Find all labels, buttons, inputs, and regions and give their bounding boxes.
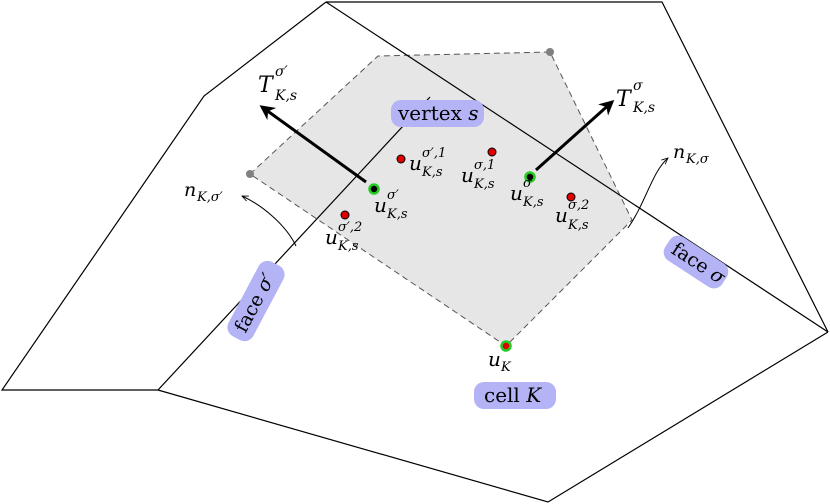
svg-text:K: K [500, 360, 512, 375]
svg-text:u: u [461, 163, 474, 187]
svg-text:vertex s: vertex s [397, 101, 478, 125]
svg-text:σ′: σ′ [275, 64, 289, 80]
point-u-K [500, 340, 512, 352]
point-u-sigma-2 [566, 192, 576, 202]
face-sigma-label: face σ [663, 235, 730, 289]
cell-label: cell K [474, 382, 556, 409]
face-sigma-edge [325, 1, 829, 333]
u-sigma-prime-label: u σ′ K,s [374, 188, 408, 222]
u-sigma-prime-2-label: u σ′,2 K,s [325, 220, 362, 254]
svg-text:u: u [510, 181, 523, 205]
svg-text:u: u [488, 347, 501, 371]
svg-text:σ: σ [523, 176, 533, 191]
point-u-sigma-prime-1 [396, 154, 406, 164]
u-sigma-2-label: u σ,2 K,s [555, 198, 589, 233]
svg-text:σ: σ [633, 78, 643, 94]
svg-text:T: T [616, 87, 633, 112]
svg-text:σ′,1: σ′,1 [422, 146, 446, 161]
svg-text:K,s: K,s [473, 177, 495, 192]
svg-text:u: u [409, 151, 422, 175]
svg-text:σ′,2: σ′,2 [338, 220, 362, 235]
point-u-sigma-prime [368, 183, 380, 195]
svg-text:σ,2: σ,2 [568, 198, 589, 213]
grey-point-left [246, 170, 254, 178]
mesh-edge-top-right [326, 1, 829, 333]
T-sigma-label: T σ K,s [616, 78, 655, 116]
T-sigma-prime-arrow [259, 105, 367, 184]
u-sigma-prime-1-label: u σ′,1 K,s [409, 146, 446, 180]
u-sigma-label: u σ K,s [510, 176, 544, 210]
grey-point-top [546, 48, 554, 56]
point-u-sigma [524, 171, 536, 183]
T-sigma-prime-label: T σ′ K,s [258, 64, 297, 104]
n-sigma-prime-label: n K,σ′ [184, 179, 223, 205]
face-sigma-prime-label: face σ′ [227, 260, 285, 342]
point-u-sigma-1 [487, 147, 497, 157]
svg-text:T: T [258, 73, 275, 98]
svg-text:σ,1: σ,1 [474, 158, 495, 173]
mesh-edge-left-cell [0, 1, 327, 391]
svg-text:K,s: K,s [567, 218, 589, 233]
dual-cell-region [249, 51, 633, 347]
svg-text:K,σ: K,σ [685, 152, 710, 167]
svg-text:K,s: K,s [274, 88, 297, 104]
svg-text:K,s: K,s [386, 207, 408, 222]
u-sigma-1-label: u σ,1 K,s [461, 158, 495, 192]
vertex-label: vertex s [391, 100, 484, 127]
svg-text:n: n [673, 141, 685, 163]
u-K-label: u K [488, 347, 512, 375]
svg-text:u: u [374, 193, 387, 217]
svg-text:K,s: K,s [632, 100, 655, 116]
svg-text:K,s: K,s [337, 239, 359, 254]
svg-text:σ′: σ′ [387, 188, 399, 203]
svg-text:u: u [325, 225, 338, 249]
svg-text:cell K: cell K [484, 383, 542, 407]
svg-text:n: n [184, 179, 196, 201]
T-sigma-arrow [534, 99, 615, 172]
svg-text:K,s: K,s [421, 165, 443, 180]
face-sigma-prime-edge [157, 96, 431, 391]
point-u-sigma-prime-2 [340, 210, 350, 220]
mesh-edge-bottom [157, 331, 829, 503]
n-sigma-prime-curve [242, 195, 297, 247]
svg-text:u: u [555, 203, 568, 227]
svg-text:K,σ′: K,σ′ [196, 190, 223, 205]
n-sigma-label: n K,σ [673, 141, 710, 167]
n-sigma-curve [627, 158, 668, 229]
svg-text:K,s: K,s [522, 195, 544, 210]
